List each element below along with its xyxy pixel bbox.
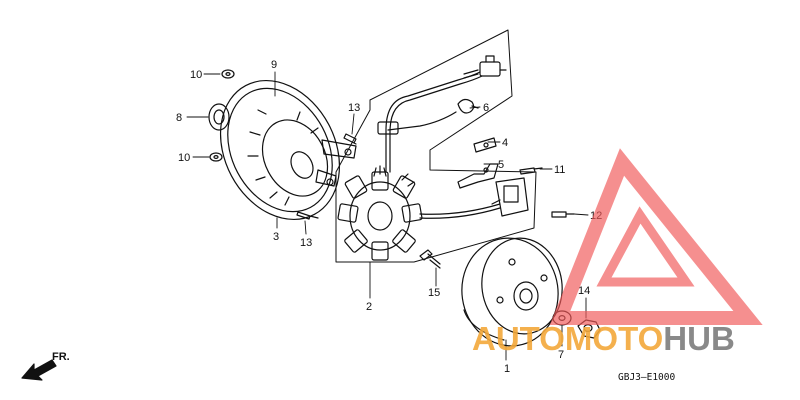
bolt-12 <box>551 211 575 218</box>
watermark-text-auto: AUTOMOTOHUB <box>472 320 735 357</box>
callout-8: 8 <box>176 112 182 124</box>
watermark-triangle-icon <box>549 148 763 325</box>
bracket <box>457 163 499 189</box>
flywheel <box>461 237 563 347</box>
drawing-code: GBJ3–E1000 <box>618 372 675 383</box>
callout-5: 5 <box>498 159 504 171</box>
stator-outline-frame <box>335 29 537 263</box>
bolt-13-lower <box>296 211 319 220</box>
callout-3: 3 <box>273 231 279 243</box>
callout-15: 15 <box>428 287 440 299</box>
callout-10-lower: 10 <box>178 152 190 164</box>
callout-2: 2 <box>366 301 372 313</box>
front-direction-arrow <box>21 359 57 381</box>
wire-harness <box>377 55 507 219</box>
oil-seal <box>208 103 230 131</box>
callout-4: 4 <box>502 137 508 149</box>
callout-13-lower: 13 <box>300 237 312 249</box>
pulser-coil <box>491 177 529 217</box>
callout-7: 7 <box>558 349 564 361</box>
callout-13-upper: 13 <box>348 102 360 114</box>
callout-11: 11 <box>554 164 565 176</box>
bolt-15 <box>419 249 441 269</box>
watermark-logo: AUTOMOTOHUB <box>472 148 763 357</box>
clamp <box>473 137 497 153</box>
grommet <box>457 98 479 114</box>
callout-9: 9 <box>271 59 277 71</box>
callout-6: 6 <box>483 102 489 114</box>
bolt-11 <box>519 167 543 175</box>
stator-assembly <box>337 165 423 261</box>
bolt-13-upper <box>343 133 357 145</box>
washer-upper <box>221 69 235 79</box>
callout-1: 1 <box>504 363 510 375</box>
watermark-part-hub: HUB <box>663 320 735 357</box>
front-label: FR. <box>52 351 70 363</box>
watermark-part-moto: MOTO <box>565 320 663 357</box>
watermark-part-auto: AUTO <box>472 320 565 357</box>
callout-10-upper: 10 <box>190 69 202 81</box>
washer-lower <box>209 152 223 162</box>
callout-14: 14 <box>578 285 590 297</box>
fan-cover <box>219 79 357 221</box>
